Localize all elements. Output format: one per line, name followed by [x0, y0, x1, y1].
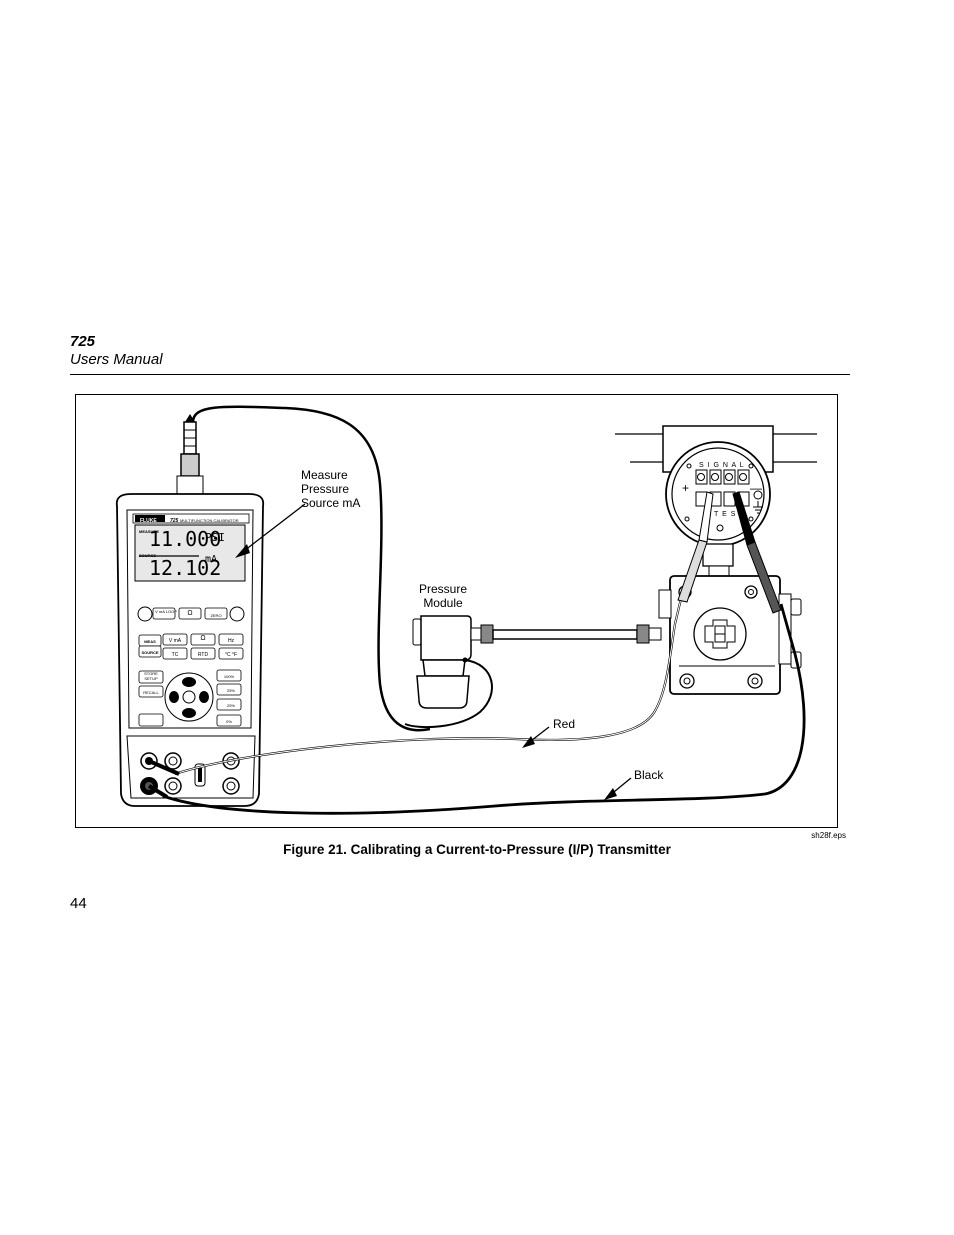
callout-module-line1: Pressure — [418, 582, 468, 596]
plus-terminal-sign: + — [682, 481, 690, 495]
callout-red: Red — [553, 717, 576, 731]
key-ohm: Ω — [187, 610, 193, 617]
source-tag: SOURCE — [139, 553, 157, 558]
key-meas: MEAS — [144, 639, 156, 644]
figure-illustration — [115, 405, 817, 815]
key-store-setup: STORE SETUP — [144, 671, 158, 681]
lead-callout-arrows — [522, 726, 632, 800]
measure-callout-arrow — [235, 503, 306, 558]
key-0-percent: 0% — [226, 719, 232, 724]
header-rule — [70, 374, 850, 375]
key-recall: RECALL — [143, 690, 159, 695]
test-leads — [147, 491, 806, 815]
key-up-25-percent: 25% — [226, 688, 235, 693]
calibrator-model: 725 — [170, 518, 179, 524]
figure-caption: Figure 21. Calibrating a Current-to-Pres… — [283, 842, 671, 857]
minus-terminal-sign: — — [750, 481, 762, 495]
key-tc: TC — [171, 652, 179, 658]
manual-model-number: 725 — [70, 333, 96, 350]
callout-module-line2: Module — [423, 596, 463, 610]
signal-terminals-label: S I G N A L — [699, 462, 745, 469]
page-number: 44 — [70, 895, 87, 912]
calibrator-device — [115, 405, 431, 807]
key-v-ma: V mA — [168, 638, 182, 644]
key-vma-loop: V mA LOOP — [155, 609, 177, 614]
key-ohm2: Ω — [200, 635, 206, 642]
calibrator-brand: FLUKE — [140, 518, 157, 524]
measure-value: 11.000 — [149, 527, 222, 551]
callout-black: Black — [634, 768, 664, 782]
calibrator-subtitle: MULTIFUNCTION CALIBRATOR — [180, 518, 239, 523]
source-unit: mA — [205, 554, 218, 565]
test-terminals-label: T E S T — [714, 511, 745, 518]
key-zero: ZERO — [210, 613, 222, 618]
figure-filename: sh28f.eps — [811, 831, 846, 840]
pressure-module — [404, 615, 662, 729]
manual-title: Users Manual — [70, 351, 163, 368]
key-cf: °C °F — [224, 652, 238, 658]
transmitter — [615, 425, 817, 695]
source-value: 12.102 — [149, 556, 222, 580]
figure-frame — [75, 394, 838, 828]
key-rtd: RTD — [197, 652, 209, 658]
key-100-percent: 100% — [223, 674, 235, 679]
key-hz: Hz — [227, 638, 235, 644]
key-source: SOURCE — [141, 650, 159, 655]
callout-measure-line2: Pressure — [301, 482, 350, 496]
callout-measure-line1: Measure — [301, 468, 348, 482]
measure-unit: PSI — [205, 531, 225, 544]
measure-tag: MEASURE — [139, 529, 160, 534]
callout-measure-line3: Source mA — [301, 496, 361, 510]
key-down-25-percent: 25% — [226, 703, 235, 708]
